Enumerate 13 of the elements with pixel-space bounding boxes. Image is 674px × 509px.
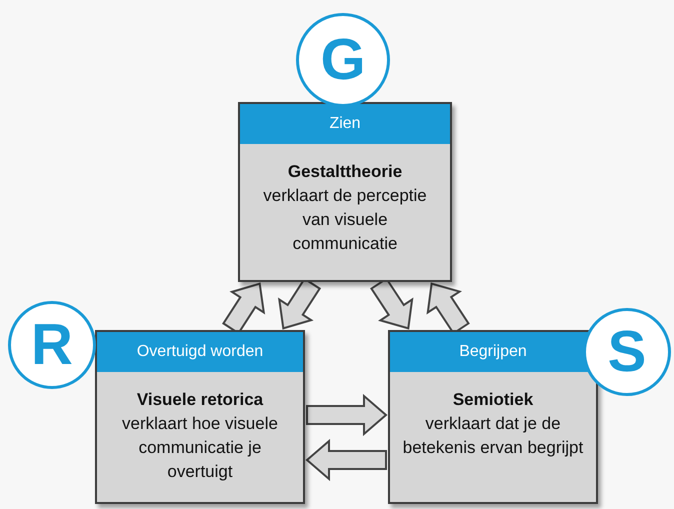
card-title: Gestalttheorie bbox=[286, 161, 404, 183]
card-description: verklaart dat je de betekenis ervan begrijpt bbox=[402, 413, 584, 459]
concept-card bbox=[238, 102, 452, 282]
card-description: verklaart de perceptie van visuele communicatie bbox=[262, 185, 428, 255]
card-title: Semiotiek bbox=[452, 389, 534, 411]
concept-card bbox=[388, 330, 598, 504]
block-arrow bbox=[305, 438, 387, 482]
block-arrow bbox=[306, 394, 388, 436]
card-title: Visuele retorica bbox=[136, 389, 264, 411]
card-header: Overtuigd worden bbox=[97, 332, 303, 372]
card-header: Zien bbox=[240, 104, 450, 144]
concept-card bbox=[95, 330, 305, 504]
card-description: verklaart hoe visuele communicatie je overtuigt bbox=[121, 413, 279, 483]
